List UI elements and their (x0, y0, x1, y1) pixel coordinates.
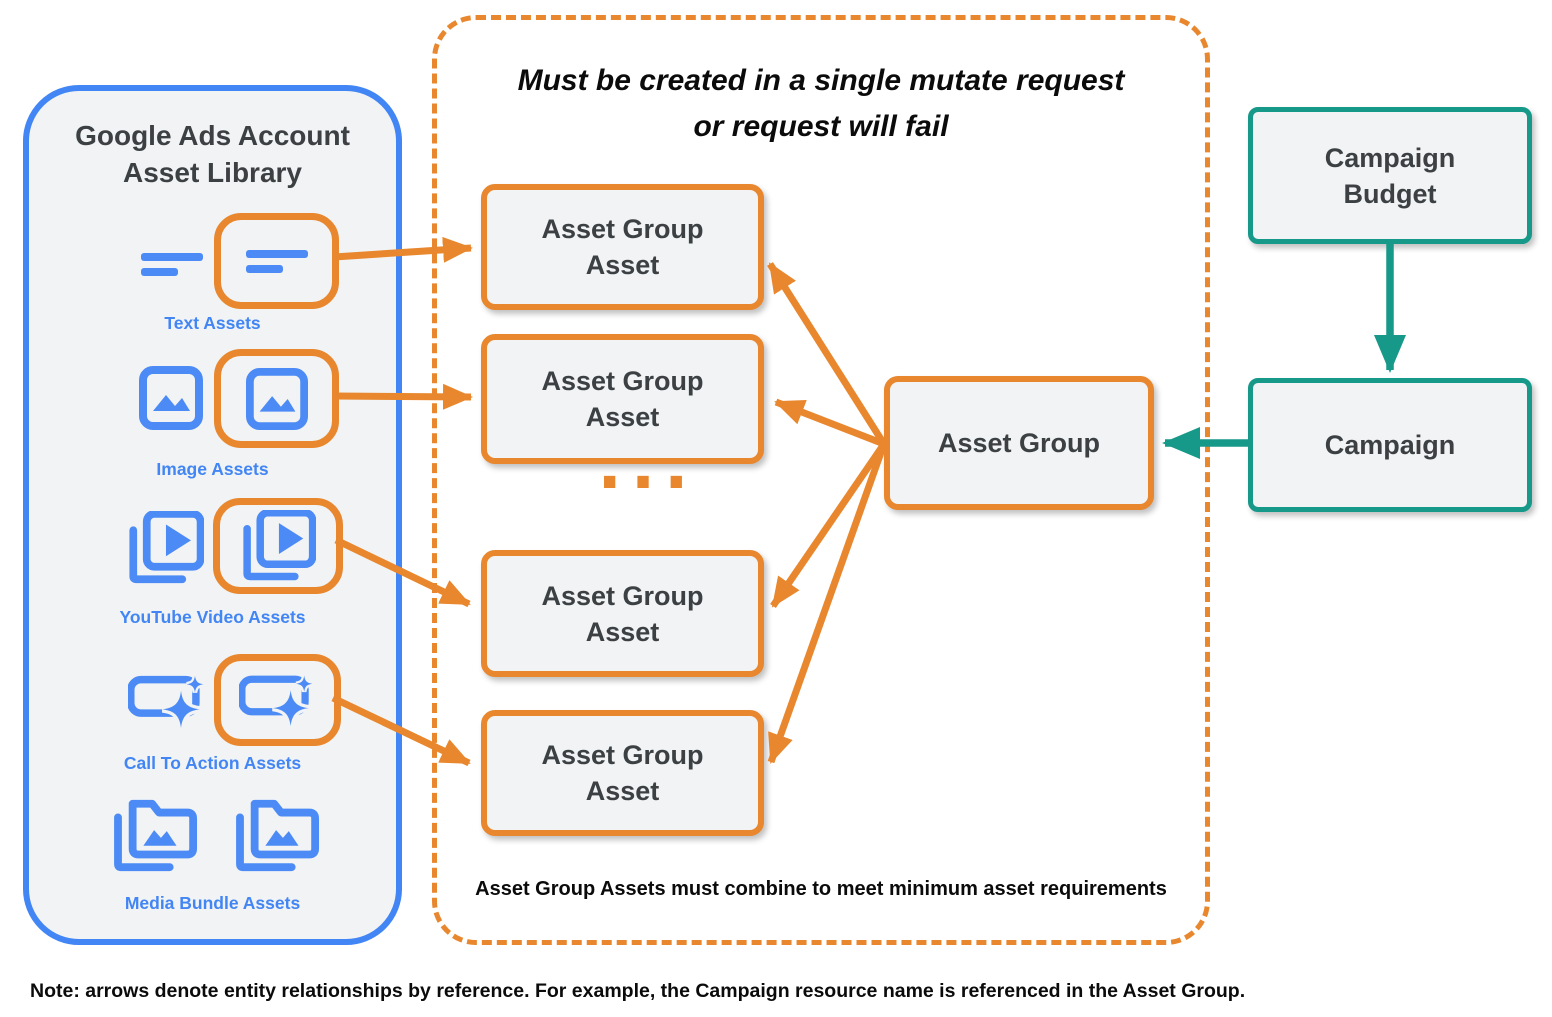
text-asset-icon (245, 249, 308, 273)
text-asset-icon (141, 253, 203, 276)
text-asset-highlight (214, 213, 339, 309)
call-to-action-asset-highlight (214, 654, 341, 746)
library-item-label-call-to-action-assets: Call To Action Assets (123, 753, 302, 773)
asset-group-asset-box-3: Asset Group Asset (481, 550, 764, 677)
image-asset-highlight (214, 349, 339, 448)
asset-requirements-footnote: Asset Group Assets must combine to meet … (475, 878, 1167, 900)
asset-group-asset-label: Asset Group Asset (541, 366, 704, 432)
library-title: Google Ads Account Asset Library (75, 120, 350, 188)
call-to-action-asset-icon (237, 672, 317, 728)
campaign-budget-box: Campaign Budget (1248, 107, 1532, 244)
ellipsis: ... (597, 430, 698, 504)
image-asset-icon (139, 366, 203, 430)
asset-group-asset-box-4: Asset Group Asset (481, 710, 764, 836)
youtube-video-asset-highlight (213, 498, 343, 594)
youtube-video-asset-icon (240, 508, 317, 583)
asset-library-panel: Google Ads Account Asset Library Text As… (23, 85, 402, 945)
media-bundle-asset-icon (111, 794, 205, 874)
call-to-action-asset-icon (127, 672, 208, 730)
campaign-box: Campaign (1248, 378, 1532, 512)
library-item-label-media-bundle-assets: Media Bundle Assets (124, 893, 301, 913)
asset-group-asset-box-1: Asset Group Asset (481, 184, 764, 310)
asset-group-asset-label: Asset Group Asset (541, 740, 704, 806)
footer-note: Note: arrows denote entity relationships… (30, 980, 1246, 1002)
campaign-label: Campaign (1324, 430, 1456, 460)
library-item-label-text-assets: Text Assets (164, 313, 261, 333)
asset-group-box: Asset Group (884, 376, 1154, 510)
asset-group-asset-box-2: Asset Group Asset (481, 334, 764, 464)
library-item-label-youtube-video-assets: YouTube Video Assets (119, 607, 306, 627)
asset-group-asset-label: Asset Group Asset (541, 580, 704, 647)
media-bundle-asset-icon (233, 794, 327, 874)
asset-group-asset-label: Asset Group Asset (541, 214, 704, 280)
youtube-video-asset-icon (126, 510, 205, 586)
asset-group-label: Asset Group (937, 428, 1101, 458)
mutate-request-title: Must be created in a single mutate reque… (517, 64, 1125, 143)
library-item-label-image-assets: Image Assets (156, 459, 269, 479)
image-asset-icon (245, 367, 308, 430)
campaign-budget-label: Campaign Budget (1324, 142, 1456, 209)
